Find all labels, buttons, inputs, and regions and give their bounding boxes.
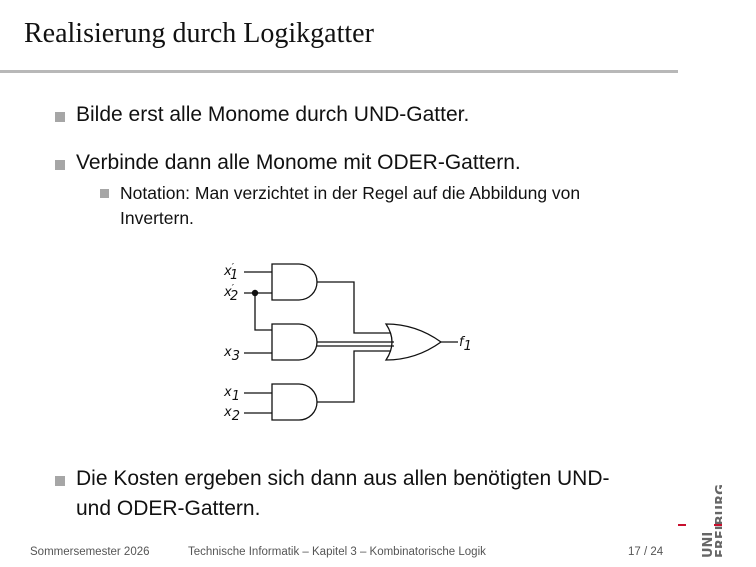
svg-text:FREIBURG: FREIBURG	[714, 484, 722, 558]
bullet-marker	[55, 160, 65, 170]
sub-bullet-text: Notation: Man verzichtet in der Regel au…	[120, 183, 581, 203]
bullet-text-cont: und ODER-Gattern.	[76, 497, 261, 520]
sub-bullet-item: Notation: Man verzichtet in der Regel au…	[100, 181, 581, 231]
footer-course: Technische Informatik – Kapitel 3 – Komb…	[188, 546, 486, 558]
footer-page-number: 17 / 24	[628, 546, 664, 558]
bullet-item: Bilde erst alle Monome durch UND-Gatter.	[55, 100, 470, 130]
svg-text:x2: x2	[223, 405, 240, 424]
svg-text:x1: x1	[223, 385, 240, 404]
bullet-item: Die Kosten ergeben sich dann aus allen b…	[55, 464, 610, 524]
title-divider	[0, 70, 678, 73]
or-gate	[384, 323, 443, 361]
junction-dot	[251, 289, 259, 297]
and-gate-3	[271, 383, 318, 421]
footer-semester: Sommersemester 2026	[30, 546, 150, 558]
svg-text:UNI: UNI	[701, 532, 716, 558]
sub-bullet-text-cont: Invertern.	[120, 208, 194, 228]
and-gate-2	[271, 323, 318, 361]
bullet-text: Bilde erst alle Monome durch UND-Gatter.	[76, 103, 470, 126]
logic-circuit-diagram: x′1 x′2 x3 x1 x2 f1	[223, 262, 472, 424]
and-gate-1	[271, 263, 318, 301]
sub-bullet-marker	[100, 189, 109, 198]
bullet-marker	[55, 112, 65, 122]
svg-text:x′2: x′2	[223, 283, 238, 304]
bullet-text: Die Kosten ergeben sich dann aus allen b…	[76, 467, 610, 490]
bullet-marker	[55, 476, 65, 486]
svg-text:x′1: x′1	[223, 262, 238, 283]
bullet-text: Verbinde dann alle Monome mit ODER-Gatte…	[76, 151, 521, 174]
bullet-item: Verbinde dann alle Monome mit ODER-Gatte…	[55, 148, 521, 178]
slide-title: Realisierung durch Logikgatter	[24, 18, 374, 49]
svg-text:x3: x3	[223, 345, 240, 364]
svg-text:f1: f1	[459, 335, 472, 354]
university-logo: UNI FREIBURG	[678, 484, 722, 558]
